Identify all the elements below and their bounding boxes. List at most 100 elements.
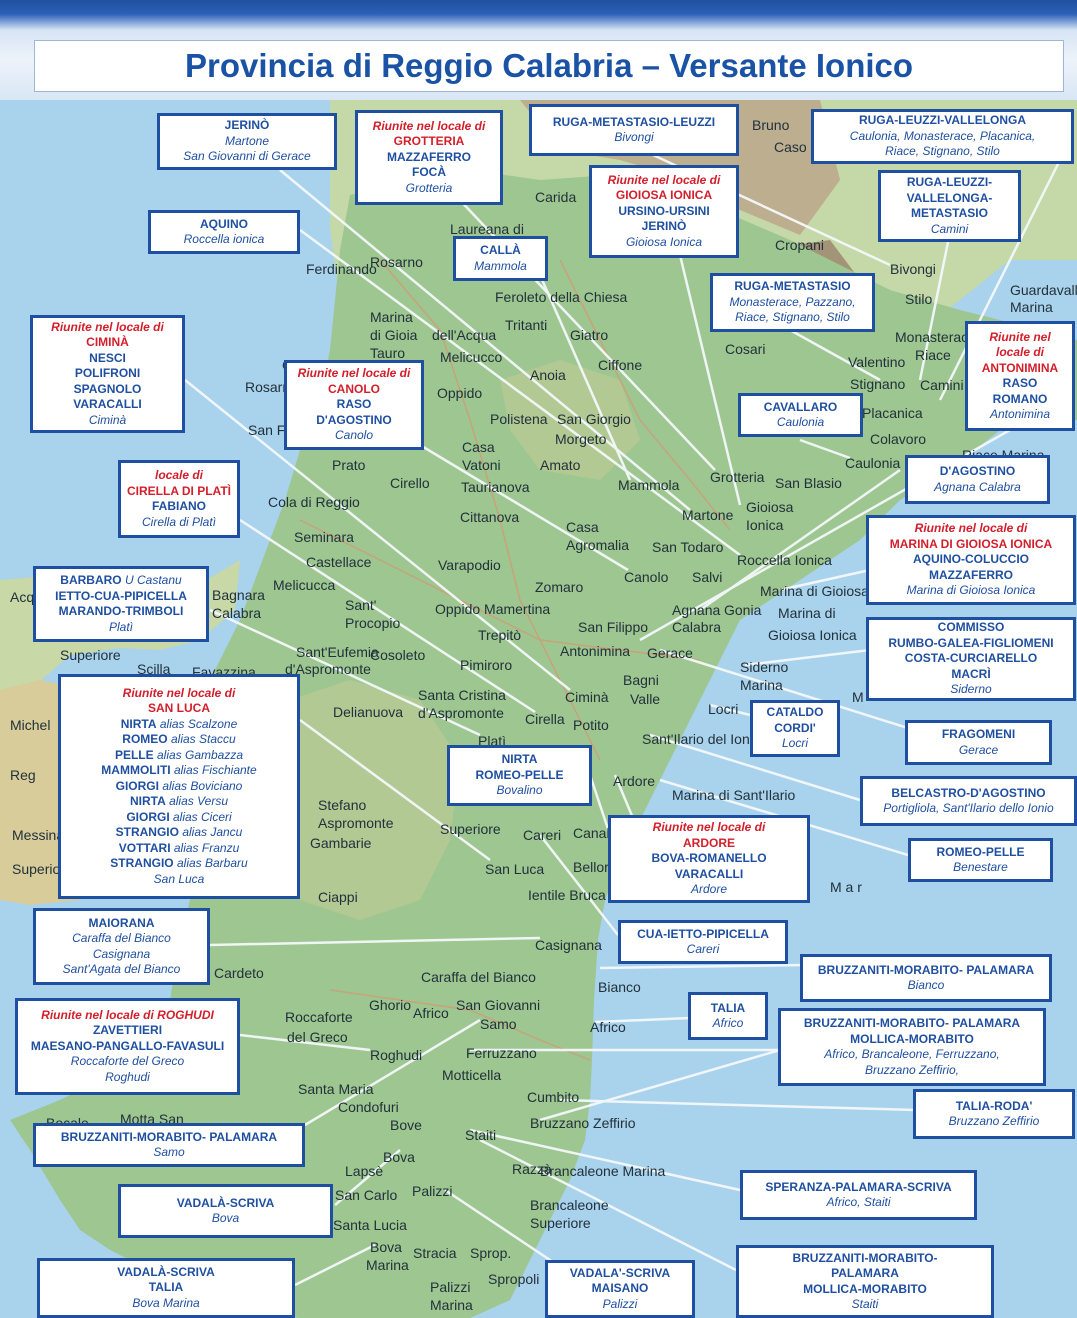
clan-box-line: Ardore bbox=[614, 882, 804, 898]
clan-box-line: BRUZZANITI-MORABITO- PALAMARA bbox=[784, 1016, 1040, 1032]
map-place-label: San Filippo bbox=[578, 619, 648, 635]
clan-box-line: RUGA-METASTASIO-LEUZZI bbox=[535, 115, 733, 131]
clan-box-line: JERINÒ bbox=[163, 118, 331, 134]
map-place-label: Melicucca bbox=[273, 577, 335, 593]
clan-box-line: AQUINO bbox=[154, 217, 294, 233]
clan-box-line: TALIA bbox=[43, 1280, 289, 1296]
clan-box-line: CATALDO bbox=[756, 705, 834, 721]
map-place-label: Bivongi bbox=[890, 261, 936, 277]
place-name: Caraffa del Bianco bbox=[72, 931, 171, 945]
map-place-label: Caulonia bbox=[845, 455, 900, 471]
map-place-label: Guardavalle bbox=[1010, 282, 1077, 298]
clan-box-line: CALLÀ bbox=[459, 243, 542, 259]
family-name: RUGA-METASTASIO-LEUZZI bbox=[552, 114, 716, 129]
clan-box-line: Canolo bbox=[290, 428, 418, 444]
map-place-label: Roghudi bbox=[370, 1047, 422, 1063]
place-name: Canolo bbox=[334, 428, 374, 443]
clan-box-line: PALAMARA bbox=[742, 1266, 988, 1282]
clan-box-line: MAISANO bbox=[551, 1281, 689, 1297]
map-place-label: Bagnara bbox=[212, 587, 265, 603]
locale-header: Riunite nel bbox=[989, 329, 1051, 344]
family-name: COSTA-CURCIARELLO bbox=[904, 651, 1038, 666]
family-name: PALAMARA bbox=[831, 1266, 899, 1280]
alias-text: alias Boviciano bbox=[162, 778, 243, 793]
map-place-label: Seminara bbox=[294, 529, 354, 545]
alias-text: alias Fischiante bbox=[173, 763, 257, 778]
family-name: VARACALLI bbox=[73, 397, 142, 412]
family-name: COMMISSO bbox=[937, 620, 1005, 635]
clan-box-line: ARDORE bbox=[614, 836, 804, 852]
map-place-label: Placanica bbox=[862, 405, 923, 421]
clan-box-line: Benestare bbox=[914, 860, 1047, 876]
map-place-label: Oppido Mamertina bbox=[435, 601, 550, 617]
clan-box-line: CIRELLA DI PLATÌ bbox=[124, 484, 234, 500]
family-name: CATALDO bbox=[766, 705, 824, 720]
clan-box-line: CUA-IETTO-PIPICELLA bbox=[624, 927, 782, 943]
family-name: MARANDO-TRIMBOLI bbox=[58, 604, 184, 618]
clan-box-line: Caraffa del Bianco bbox=[39, 931, 204, 947]
place-name: Roghudi bbox=[105, 1069, 150, 1084]
clan-box-line: SPERANZA-PALAMARA-SCRIVA bbox=[746, 1180, 971, 1196]
map-place-label: Cirella bbox=[525, 711, 565, 727]
family-name: VADALÀ-SCRIVA bbox=[117, 1264, 215, 1279]
map-place-label: d'Aspromonte bbox=[418, 705, 504, 721]
map-place-label: Amato bbox=[540, 457, 581, 473]
family-name: NIRTA bbox=[120, 716, 157, 731]
map-place-label: Razzà bbox=[512, 1161, 552, 1177]
place-name: Samo bbox=[153, 1145, 185, 1159]
place-name: Grotteria bbox=[405, 180, 453, 195]
map-place-label: Varapodio bbox=[438, 557, 501, 573]
clan-box-line: Gerace bbox=[911, 743, 1046, 759]
clan-box-line: Siderno bbox=[872, 682, 1070, 698]
clan-box-line: RUGA-LEUZZI- bbox=[884, 175, 1015, 191]
map-place-label: Salvi bbox=[692, 569, 722, 585]
clan-box-line: MOLLICA-MORABITO bbox=[742, 1282, 988, 1298]
place-name: Gioiosa Ionica bbox=[625, 234, 703, 249]
clan-box-line: TALIA-RODA' bbox=[919, 1099, 1069, 1115]
map-place-label: M bbox=[852, 689, 864, 705]
map-place-label: Gonia bbox=[724, 602, 762, 618]
map-place-label: Spropoli bbox=[488, 1271, 539, 1287]
map-place-label: Superiore bbox=[440, 821, 501, 837]
alias-text: U Castanu bbox=[124, 573, 182, 587]
clan-box-line: MAESANO-PANGALLO-FAVASULI bbox=[21, 1039, 234, 1055]
map-place-label: Procopio bbox=[345, 615, 400, 631]
map-place-label: Gerace bbox=[647, 645, 693, 661]
clan-box-line: Cirella di Platì bbox=[124, 515, 234, 531]
map-place-label: Bove bbox=[390, 1117, 422, 1133]
map-place-label: Reg bbox=[10, 767, 36, 783]
alias-text: alias Ciceri bbox=[173, 809, 232, 824]
map-place-label: Polistena bbox=[490, 411, 548, 427]
map-place-label: Marina di Sant'Ilario bbox=[672, 787, 796, 803]
map-place-label: Brancaleone bbox=[530, 1197, 609, 1213]
clan-box-line: Marina di Gioiosa Ionica bbox=[872, 583, 1070, 599]
map-place-label: Cittanova bbox=[460, 509, 519, 525]
clan-box-line: Grotteria bbox=[361, 181, 497, 197]
clan-box-line: ROMEO-PELLE bbox=[914, 845, 1047, 861]
place-name: Africo, Brancaleone, Ferruzzano, bbox=[824, 1047, 1000, 1061]
map-place-label: Cola di Reggio bbox=[268, 494, 360, 510]
locale-header: Riunite nel locale di bbox=[51, 319, 164, 334]
place-name: Roccaforte del Greco bbox=[70, 1054, 185, 1069]
family-name: ROMANO bbox=[992, 391, 1048, 406]
map-place-label: Gambarie bbox=[310, 835, 372, 851]
place-name: Bruzzano Zeffirio bbox=[948, 1114, 1040, 1128]
map-place-label: Ciffone bbox=[598, 357, 642, 373]
map-place-label: Marina bbox=[740, 677, 783, 693]
clan-box-line: RUMBO-GALEA-FIGLIOMENI bbox=[872, 636, 1070, 652]
clan-box-line: MACRÌ bbox=[872, 667, 1070, 683]
clan-box-line: COSTA-CURCIARELLO bbox=[872, 651, 1070, 667]
map-place-label: Stefano bbox=[318, 797, 366, 813]
clan-box-line: MARINA DI GIOIOSA IONICA bbox=[872, 537, 1070, 553]
clan-box-line: NIRTA alias Versu bbox=[64, 794, 294, 810]
clan-box-line: BARBARO U Castanu bbox=[39, 573, 203, 589]
map-place-label: Colavoro bbox=[870, 431, 926, 447]
family-name: JERINÒ bbox=[224, 118, 270, 133]
